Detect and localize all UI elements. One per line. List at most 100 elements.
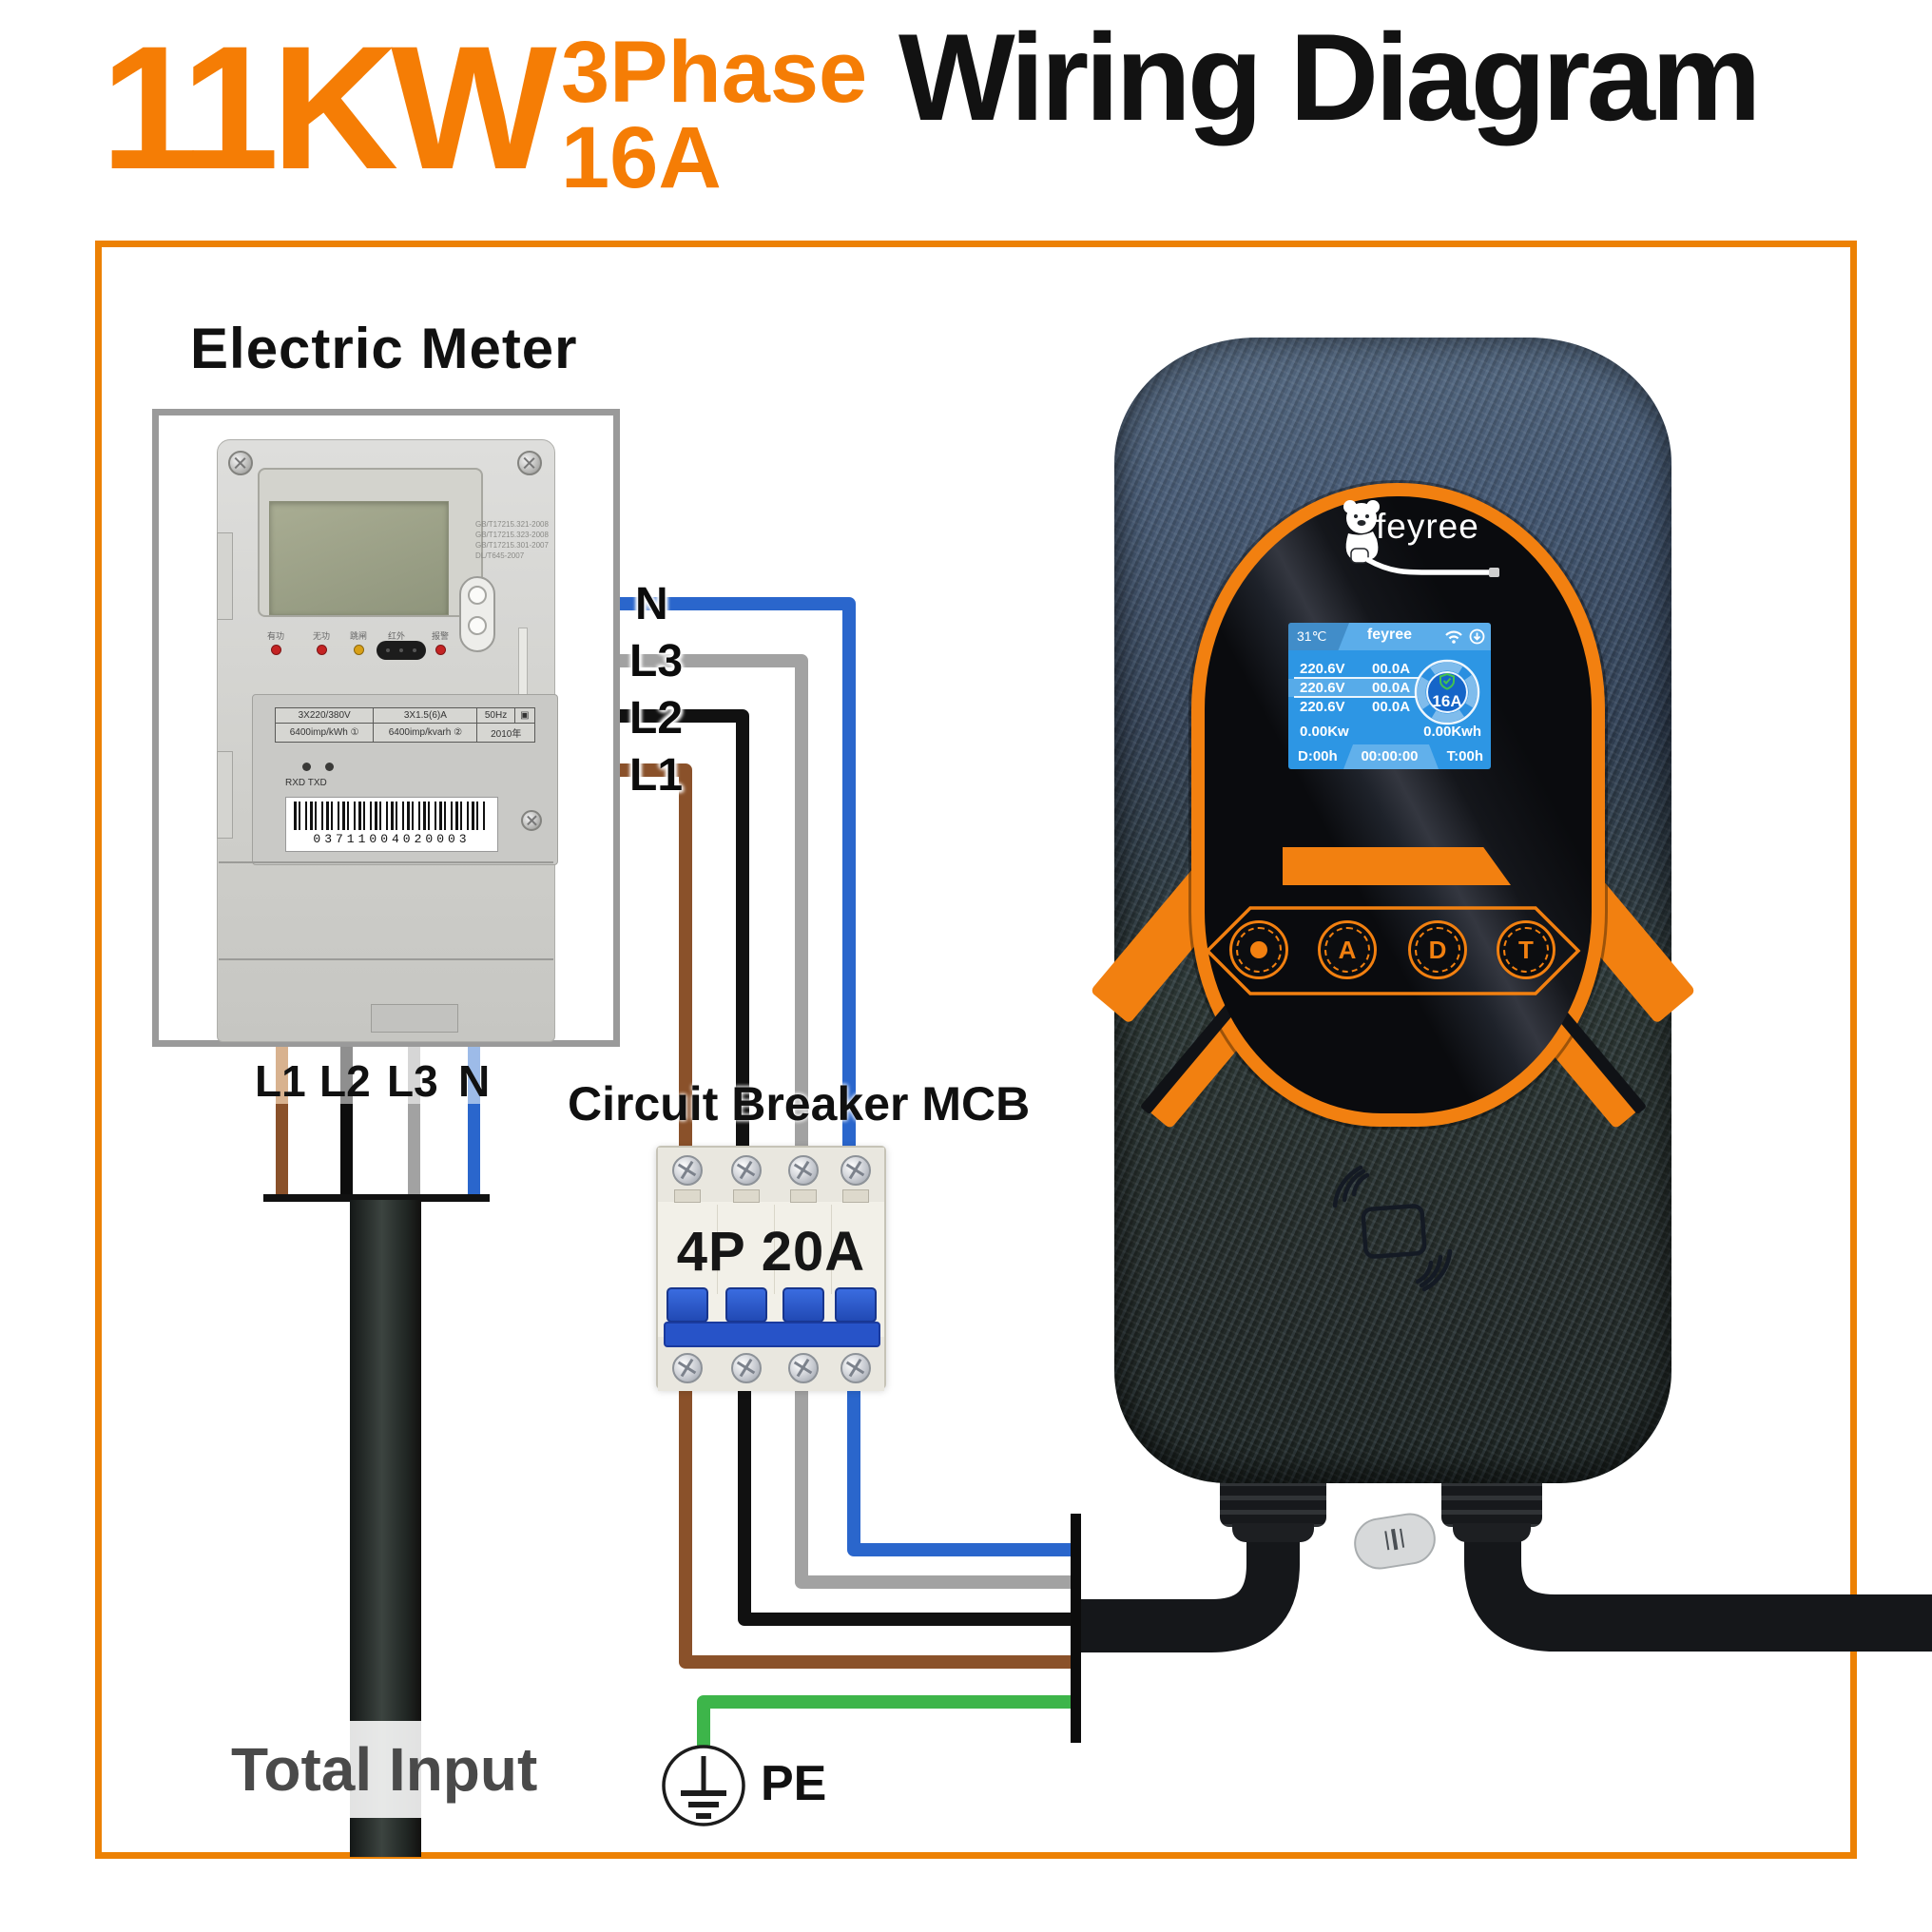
current-gauge: 16A [1414, 659, 1480, 725]
button-hexagon-outline [1205, 906, 1581, 995]
breaker-handle-bar[interactable] [664, 1322, 880, 1347]
button-d[interactable]: D [1408, 920, 1467, 979]
meter-hinge [217, 532, 233, 620]
breaker-handle[interactable] [782, 1287, 824, 1323]
rfid-reader-icon [1333, 1165, 1452, 1292]
meter-ports-label: RXD TXD [285, 778, 327, 788]
meter-screw [521, 810, 542, 831]
breaker-handle[interactable] [835, 1287, 877, 1323]
terminal-tab [790, 1189, 817, 1203]
download-status-icon [1469, 628, 1485, 645]
button-t[interactable]: T [1497, 920, 1555, 979]
wire-l3-stub [408, 1047, 420, 1201]
wire-l1-stub [276, 1047, 288, 1201]
shield-icon [1439, 672, 1455, 690]
terminal-screw [788, 1353, 819, 1383]
label-out-l3: L3 [629, 636, 684, 686]
meter-button-up [468, 586, 487, 605]
rxd-led [302, 763, 311, 771]
wifi-icon [1445, 630, 1462, 644]
meter-screw [517, 451, 542, 475]
terminal-screw [672, 1155, 703, 1186]
label-out-n: N [635, 579, 668, 629]
total-input-label: Total Input [231, 1735, 538, 1804]
meter-hinge [217, 751, 233, 839]
gauge-current: 16A [1432, 692, 1461, 710]
pe-label: PE [761, 1756, 827, 1811]
lcd-kw: 0.00Kw [1300, 724, 1349, 740]
terminal-screw [788, 1155, 819, 1186]
phase-title: 3Phase [561, 24, 868, 121]
lcd-kwh: 0.00Kwh [1423, 724, 1481, 740]
power-rating-title: 11KW [101, 10, 557, 206]
meter-seam [219, 861, 553, 863]
cable-collar-left [1232, 1523, 1314, 1542]
meter-barcode: 03711004020003 [285, 797, 498, 852]
breaker-caption: Circuit Breaker MCB [568, 1077, 1031, 1130]
terminal-tab [674, 1189, 701, 1203]
cable-collar-right [1453, 1523, 1531, 1542]
label-l3: L3 [387, 1056, 438, 1106]
terminal-screw [840, 1353, 871, 1383]
txd-led [325, 763, 334, 771]
power-button[interactable] [1229, 920, 1288, 979]
charger-front-panel [1205, 496, 1592, 1113]
lcd-brand: feyree [1366, 627, 1413, 643]
meter-led-label: 无功 [313, 631, 331, 641]
lcd-bottom-row: D:00h 00:00:00 T:00h [1288, 744, 1491, 769]
meter-led-label: 跳闸 [350, 631, 368, 641]
meter-led-reactive [317, 645, 327, 655]
terminal-tab [733, 1189, 760, 1203]
meter-led-label: 有功 [267, 631, 285, 641]
barcode-digits: 03711004020003 [313, 832, 471, 846]
meter-lcd-screen [269, 501, 449, 615]
label-out-l1: L1 [629, 750, 684, 801]
breaker-rating: 4P 20A [676, 1221, 866, 1283]
meter-terminal-cover [371, 1004, 458, 1033]
terminal-tab [842, 1189, 869, 1203]
meter-spec-table: 3X220/380V 3X1.5(6)A 50Hz ▣ 6400imp/kWh … [274, 707, 536, 743]
meter-led-trip [354, 645, 364, 655]
meter-led-active [271, 645, 281, 655]
lcd-header-chevron [1288, 623, 1349, 650]
label-l2: L2 [319, 1056, 371, 1106]
button-a[interactable]: A [1318, 920, 1377, 979]
meter-led-label: 报警 [432, 631, 450, 641]
wire-n-stub [468, 1047, 480, 1201]
lcd-duration: D:00h [1298, 748, 1338, 764]
terminal-screw [731, 1353, 762, 1383]
meter-led-alarm [435, 645, 446, 655]
meter-cert-text: GB/T17215.321-2008 GB/T17215.323-2008 GB… [475, 520, 549, 560]
meter-screw [228, 451, 253, 475]
breaker-handle[interactable] [725, 1287, 767, 1323]
label-l1: L1 [255, 1056, 306, 1106]
total-input-band [350, 1721, 421, 1818]
label-out-l2: L2 [629, 693, 684, 744]
lcd-temperature: 31℃ [1297, 628, 1327, 644]
barcode-stripes [294, 802, 488, 830]
amperage-title: 16A [561, 109, 722, 206]
lcd-time: 00:00:00 [1361, 748, 1419, 764]
meter-bus-bar [263, 1194, 490, 1202]
terminal-screw [731, 1155, 762, 1186]
feyree-logo-icon [1343, 500, 1499, 577]
diagram-frame [95, 241, 1857, 1859]
page-title: Wiring Diagram [898, 8, 1762, 146]
wire-l2-stub [340, 1047, 353, 1201]
meter-button-down [468, 616, 487, 635]
meter-seam [219, 958, 553, 960]
terminal-screw [840, 1155, 871, 1186]
meter-class-icon: ▣ [513, 707, 536, 724]
earth-ground-icon [662, 1745, 745, 1826]
lcd-total: T:00h [1446, 748, 1483, 764]
terminal-screw [672, 1353, 703, 1383]
meter-led-label: 红外 [388, 631, 406, 641]
brand-name: feyree [1376, 507, 1479, 546]
circuit-breaker: 4P 20A [656, 1146, 886, 1391]
